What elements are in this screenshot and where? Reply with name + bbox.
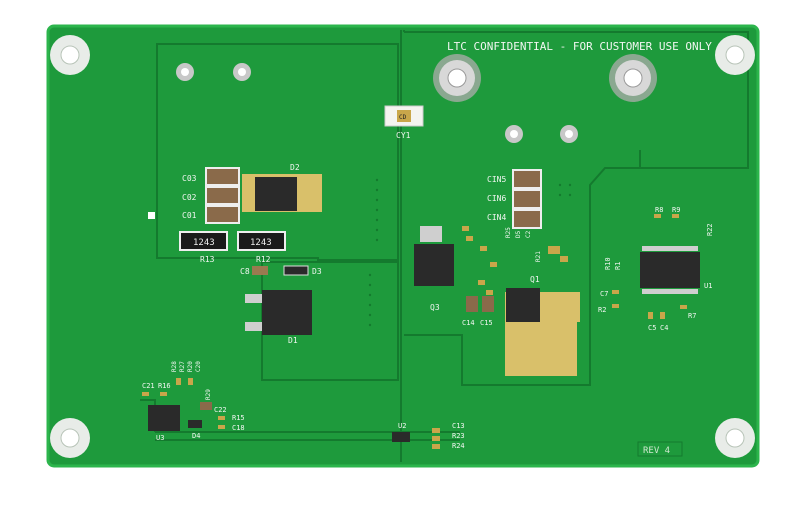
label-c18: C18 — [232, 424, 245, 432]
via-array — [368, 178, 572, 327]
label-r21: R21 — [535, 251, 542, 262]
label-r13: R13 — [200, 255, 215, 264]
mounting-hole-bottom-right — [715, 418, 755, 458]
capacitor-cy1-body — [397, 110, 411, 122]
label-cy1: CY1 — [396, 131, 411, 140]
capacitor-cin-stack — [512, 169, 542, 229]
test-point — [148, 212, 155, 219]
label-u2: U2 — [398, 422, 406, 430]
smd-u1-area — [612, 214, 687, 319]
revision-label: REV 4 — [643, 446, 670, 456]
label-r27: R27 — [179, 361, 186, 372]
label-c4: C4 — [660, 324, 668, 332]
label-c8: C8 — [240, 267, 250, 276]
label-co3: C03 — [182, 174, 197, 183]
capacitor-c13 — [432, 428, 440, 433]
label-d4: D4 — [192, 432, 200, 440]
label-r8: R8 — [655, 206, 663, 214]
resistor-r13 — [179, 231, 228, 251]
capacitor-co-stack — [205, 167, 240, 224]
label-d2: D2 — [290, 163, 300, 172]
diode-d1 — [262, 290, 312, 335]
diode-d3 — [283, 265, 309, 276]
q1-copper-pad-2 — [555, 292, 580, 322]
ic-u3 — [148, 405, 180, 431]
cy1-cap-label: CD — [399, 114, 407, 121]
d1-lead-2 — [245, 322, 265, 331]
copper-outline-left-lower — [261, 261, 399, 381]
label-cin4: CIN4 — [487, 213, 506, 222]
label-r22: R22 — [706, 223, 714, 236]
capacitor-c14 — [466, 296, 478, 312]
label-d1: D1 — [288, 336, 298, 345]
terminal-large-right — [609, 54, 657, 102]
label-u1: U1 — [704, 282, 712, 290]
trace-top — [403, 30, 641, 168]
smd-cluster — [462, 226, 568, 295]
label-c21: C21 — [142, 382, 155, 390]
label-r7: R7 — [688, 312, 696, 320]
resistor-r24 — [432, 444, 440, 449]
label-c13: C13 — [452, 422, 465, 430]
r12-value: 1243 — [250, 238, 272, 248]
capacitor-c15 — [482, 296, 494, 312]
label-c22: C22 — [214, 406, 227, 414]
label-d5: D5 — [515, 230, 522, 238]
label-r28: R28 — [171, 361, 178, 372]
label-cin6: CIN6 — [487, 194, 506, 203]
diode-d2 — [255, 177, 297, 211]
mounting-hole-bottom-left — [50, 418, 90, 458]
mounting-hole-top-left — [50, 35, 90, 75]
silkscreen-header: LTC CONFIDENTIAL - FOR CUSTOMER USE ONLY — [447, 40, 712, 53]
resistor-r12 — [237, 231, 286, 251]
label-r29: R29 — [205, 389, 212, 400]
label-r9: R9 — [672, 206, 680, 214]
label-c2x: C2 — [525, 230, 532, 238]
pcb-substrate — [46, 24, 760, 468]
mosfet-q3 — [414, 244, 454, 286]
mosfet-q1 — [506, 288, 540, 322]
label-co1: C01 — [182, 211, 197, 220]
ic-u2 — [392, 432, 410, 442]
label-r16: R16 — [158, 382, 171, 390]
diode-d4 — [188, 420, 202, 428]
terminal-small — [176, 63, 578, 143]
label-c15: C15 — [480, 319, 493, 327]
r13-value: 1243 — [193, 238, 215, 248]
label-c20: C20 — [195, 361, 202, 372]
label-u3: U3 — [156, 434, 164, 442]
label-q3: Q3 — [430, 303, 440, 312]
label-r10: R10 — [604, 257, 612, 270]
label-r2: R2 — [598, 306, 606, 314]
label-d3: D3 — [312, 267, 322, 276]
capacitor-c22 — [200, 402, 212, 410]
label-r25: R25 — [505, 227, 512, 238]
label-c7: C7 — [600, 290, 608, 298]
mounting-hole-top-right — [715, 35, 755, 75]
ic-u1 — [640, 252, 700, 288]
label-c5: C5 — [648, 324, 656, 332]
label-r1: R1 — [614, 262, 622, 270]
label-q1: Q1 — [530, 275, 540, 284]
label-r23: R23 — [452, 432, 465, 440]
terminal-large-left — [433, 54, 481, 102]
copper-outline-left — [156, 43, 399, 261]
label-r15: R15 — [232, 414, 245, 422]
label-r24: R24 — [452, 442, 465, 450]
smd-u3-area — [142, 378, 225, 429]
capacitor-c8 — [252, 266, 268, 275]
d1-lead — [245, 294, 265, 303]
resistor-r23 — [432, 436, 440, 441]
copper-outline-right — [404, 31, 749, 386]
ic-u1-pins — [642, 246, 698, 294]
label-cin5: CIN5 — [487, 175, 506, 184]
revision-box — [637, 441, 683, 457]
label-r20: R20 — [187, 361, 194, 372]
label-co2: C02 — [182, 193, 197, 202]
label-c14: C14 — [462, 319, 475, 327]
q3-tab — [420, 226, 442, 242]
label-r12: R12 — [256, 255, 271, 264]
